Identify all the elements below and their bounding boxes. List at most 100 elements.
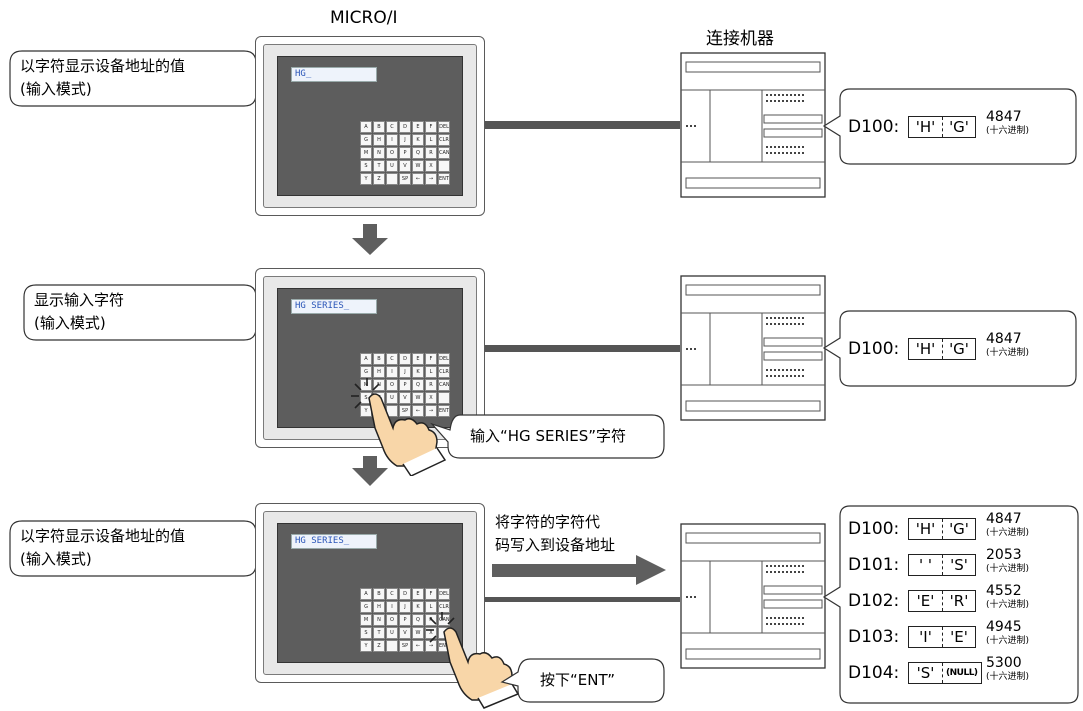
key[interactable]: D (399, 121, 411, 133)
key[interactable]: G (360, 366, 372, 378)
key[interactable]: CLR (438, 134, 450, 146)
key[interactable]: A (360, 588, 372, 600)
key[interactable]: V (399, 627, 411, 639)
key[interactable]: ← (412, 173, 424, 185)
key[interactable]: B (373, 353, 385, 365)
key[interactable]: ← (412, 405, 424, 417)
key[interactable]: E (412, 353, 424, 365)
key[interactable]: R (425, 147, 437, 159)
key[interactable]: DEL (438, 353, 450, 365)
key[interactable]: B (373, 121, 385, 133)
key[interactable]: Q (412, 147, 424, 159)
key[interactable]: S (360, 160, 372, 172)
key[interactable] (386, 173, 398, 185)
key[interactable]: I (386, 134, 398, 146)
key[interactable]: K (412, 134, 424, 146)
key[interactable]: I (386, 366, 398, 378)
key[interactable]: Y (360, 405, 372, 417)
key[interactable]: W (412, 392, 424, 404)
key[interactable]: Y (360, 640, 372, 652)
key[interactable]: → (425, 173, 437, 185)
key[interactable]: N (373, 614, 385, 626)
key[interactable]: M (360, 379, 372, 391)
key[interactable]: T (373, 627, 385, 639)
char-cell-high: ' ' (918, 556, 932, 574)
key[interactable]: K (412, 366, 424, 378)
key[interactable]: H (373, 134, 385, 146)
key[interactable]: U (386, 392, 398, 404)
key[interactable]: CLR (438, 601, 450, 613)
key[interactable]: C (386, 121, 398, 133)
key[interactable]: A (360, 353, 372, 365)
key[interactable]: M (360, 147, 372, 159)
key[interactable]: DEL (438, 121, 450, 133)
key[interactable]: J (399, 134, 411, 146)
key[interactable]: L (425, 366, 437, 378)
key[interactable] (386, 640, 398, 652)
key[interactable]: O (386, 614, 398, 626)
key[interactable]: P (399, 614, 411, 626)
key[interactable]: CLR (438, 366, 450, 378)
key[interactable]: M (360, 614, 372, 626)
key[interactable]: G (360, 134, 372, 146)
text-input-field[interactable]: HG SERIES_ (291, 299, 377, 314)
key[interactable]: F (425, 588, 437, 600)
key[interactable]: Z (373, 173, 385, 185)
key[interactable]: ENT (438, 173, 450, 185)
key[interactable]: F (425, 353, 437, 365)
key[interactable]: CAN (438, 379, 450, 391)
key[interactable]: SP (399, 640, 411, 652)
key[interactable]: X (425, 160, 437, 172)
key[interactable]: CAN (438, 147, 450, 159)
register-row: D100: 'H''G' 4847 (十六进制) (848, 511, 1030, 540)
text-input-field[interactable]: HG SERIES_ (291, 534, 377, 549)
key[interactable]: D (399, 588, 411, 600)
key[interactable]: D (399, 353, 411, 365)
key[interactable]: C (386, 588, 398, 600)
key[interactable]: L (425, 601, 437, 613)
key[interactable]: V (399, 392, 411, 404)
key[interactable]: U (386, 160, 398, 172)
key[interactable]: → (425, 405, 437, 417)
key[interactable]: Q (412, 614, 424, 626)
key[interactable]: Z (373, 640, 385, 652)
key[interactable]: P (399, 147, 411, 159)
key[interactable]: G (360, 601, 372, 613)
key[interactable]: N (373, 147, 385, 159)
key[interactable]: O (386, 147, 398, 159)
key[interactable]: T (373, 160, 385, 172)
key[interactable]: E (412, 121, 424, 133)
key[interactable]: J (399, 366, 411, 378)
key[interactable]: U (386, 627, 398, 639)
key[interactable]: W (412, 160, 424, 172)
key[interactable]: E (412, 588, 424, 600)
key[interactable]: SP (399, 173, 411, 185)
key[interactable]: I (386, 601, 398, 613)
key[interactable] (438, 392, 450, 404)
key[interactable]: DEL (438, 588, 450, 600)
key[interactable]: J (399, 601, 411, 613)
key[interactable]: P (399, 379, 411, 391)
key[interactable]: L (425, 134, 437, 146)
key[interactable]: SP (399, 405, 411, 417)
key[interactable]: R (425, 379, 437, 391)
text-input-field[interactable]: HG_ (291, 67, 377, 82)
key[interactable]: H (373, 601, 385, 613)
key[interactable] (438, 160, 450, 172)
key[interactable]: B (373, 588, 385, 600)
key[interactable]: F (425, 121, 437, 133)
key[interactable]: H (373, 366, 385, 378)
key[interactable]: ← (412, 640, 424, 652)
key[interactable]: X (425, 392, 437, 404)
key[interactable]: O (386, 379, 398, 391)
key[interactable]: K (412, 601, 424, 613)
key[interactable]: Q (412, 379, 424, 391)
key[interactable]: A (360, 121, 372, 133)
key[interactable]: Y (360, 173, 372, 185)
key[interactable]: C (386, 353, 398, 365)
key[interactable]: W (412, 627, 424, 639)
key[interactable]: S (360, 627, 372, 639)
key[interactable]: V (399, 160, 411, 172)
key[interactable]: CAN (438, 614, 450, 626)
key[interactable]: ENT (438, 405, 450, 417)
